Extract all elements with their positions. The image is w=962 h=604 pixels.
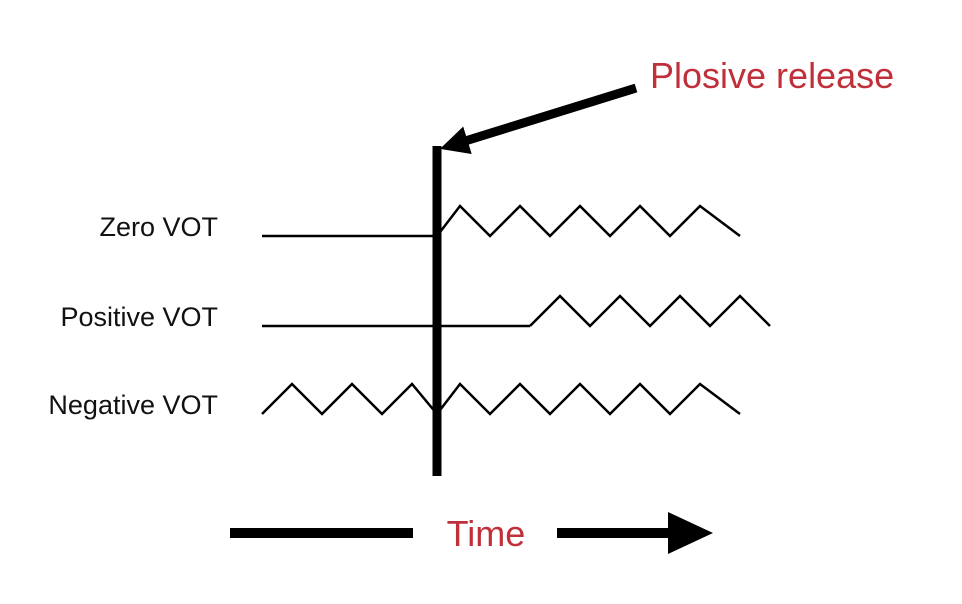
negative-vot-voicing-wave [261, 382, 741, 417]
row-label-positive-vot: Positive VOT [60, 302, 218, 332]
row-label-zero-vot: Zero VOT [99, 212, 218, 242]
time-axis-arrowhead [668, 512, 713, 554]
positive-vot-voicing-wave [529, 294, 771, 328]
zero-vot-voicing-wave [436, 204, 741, 238]
row-label-negative-vot: Negative VOT [48, 390, 218, 420]
plosive-release-label: Plosive release [650, 55, 894, 96]
plosive-release-arrow [439, 83, 638, 155]
time-axis-label: Time [447, 513, 526, 554]
